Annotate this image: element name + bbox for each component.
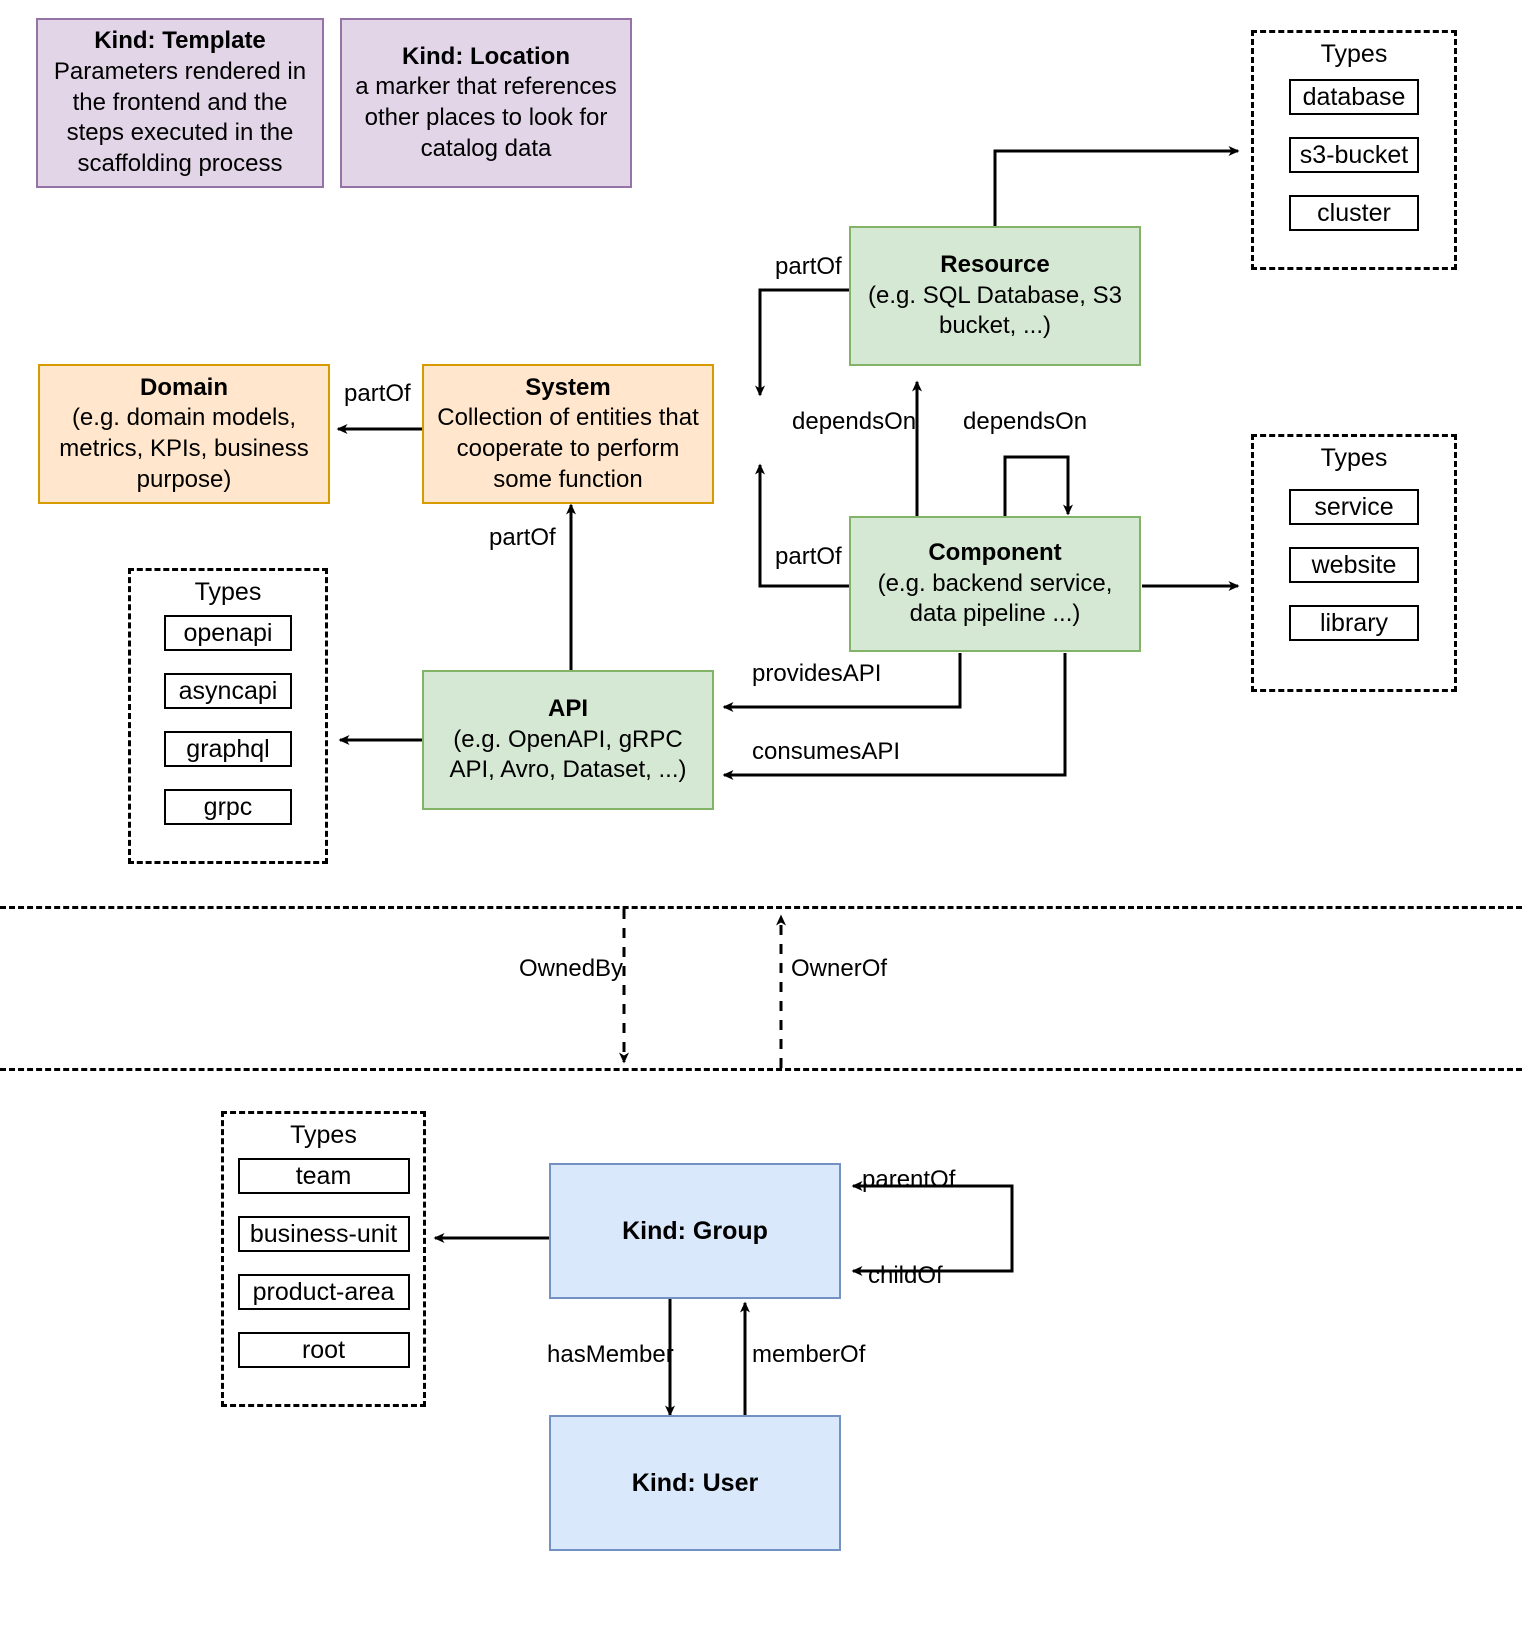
type-chip[interactable]: database [1289, 79, 1419, 115]
node-group-title: Kind: Group [622, 1217, 768, 1245]
node-resource-desc: (e.g. SQL Database, S3 bucket, ...) [868, 281, 1122, 340]
node-template-title: Kind: Template [94, 27, 266, 55]
node-resource[interactable]: Resource (e.g. SQL Database, S3 bucket, … [849, 226, 1141, 366]
type-chip[interactable]: asyncapi [164, 673, 292, 709]
label-group-hasmember: hasMember [547, 1341, 674, 1368]
divider-top [0, 906, 1522, 909]
node-domain-title: Domain [139, 373, 228, 401]
label-component-providesapi: providesAPI [752, 660, 882, 687]
types-group: Types team business-unit product-area ro… [221, 1111, 426, 1407]
type-chip[interactable]: graphql [164, 731, 292, 767]
node-group[interactable]: Kind: Group [549, 1163, 841, 1299]
type-chip[interactable]: website [1289, 547, 1419, 583]
type-chip[interactable]: grpc [164, 789, 292, 825]
type-chip[interactable]: product-area [237, 1274, 410, 1310]
node-component-desc: (e.g. backend service, data pipeline ...… [877, 569, 1113, 628]
node-system[interactable]: System Collection of entities that coope… [422, 364, 714, 504]
node-domain-desc: (e.g. domain models, metrics, KPIs, busi… [59, 404, 309, 493]
node-component-title: Component [928, 538, 1062, 566]
label-user-memberof: memberOf [752, 1341, 866, 1368]
node-resource-title: Resource [940, 250, 1050, 278]
edge-component-dependson-component [1003, 455, 1073, 518]
types-api-label: Types [194, 578, 262, 606]
types-resource-label: Types [1320, 40, 1388, 68]
type-chip[interactable]: service [1289, 489, 1419, 525]
types-api: Types openapi asyncapi graphql grpc [128, 568, 328, 864]
node-template[interactable]: Kind: Template Parameters rendered in th… [36, 18, 324, 188]
node-system-title: System [525, 373, 611, 401]
label-group-childof: childOf [868, 1262, 943, 1289]
node-domain[interactable]: Domain (e.g. domain models, metrics, KPI… [38, 364, 330, 504]
label-group-parentof: parentOf [862, 1166, 956, 1193]
label-component-dependson-resource: dependsOn [792, 408, 917, 435]
label-api-partof-system: partOf [489, 524, 556, 551]
node-component[interactable]: Component (e.g. backend service, data pi… [849, 516, 1141, 652]
types-resource: Types database s3-bucket cluster [1251, 30, 1457, 270]
types-component-label: Types [1320, 444, 1388, 472]
types-group-label: Types [290, 1121, 357, 1149]
type-chip[interactable]: s3-bucket [1289, 137, 1419, 173]
node-location-title: Kind: Location [402, 42, 570, 70]
node-api-title: API [547, 694, 588, 722]
node-template-desc: Parameters rendered in the frontend and … [53, 57, 307, 178]
label-ownedby: OwnedBy [519, 955, 624, 982]
label-component-partof-system: partOf [775, 543, 842, 570]
node-location-desc: a marker that references other places to… [355, 73, 617, 162]
edge-group-childof [851, 1186, 1014, 1276]
type-chip[interactable]: business-unit [237, 1216, 410, 1252]
label-ownerof: OwnerOf [791, 955, 888, 982]
types-component: Types service website library [1251, 434, 1457, 692]
type-chip[interactable]: library [1289, 605, 1419, 641]
node-system-desc: Collection of entities that cooperate to… [437, 404, 699, 493]
divider-bottom [0, 1068, 1522, 1071]
label-system-partof-domain: partOf [344, 380, 411, 407]
node-location[interactable]: Kind: Location a marker that references … [340, 18, 632, 188]
node-api[interactable]: API (e.g. OpenAPI, gRPC API, Avro, Datas… [422, 670, 714, 810]
node-user-title: Kind: User [631, 1469, 759, 1497]
type-chip[interactable]: openapi [164, 615, 292, 651]
node-user[interactable]: Kind: User [549, 1415, 841, 1551]
edge-resource-types [993, 146, 1240, 237]
label-resource-partof-system: partOf [775, 253, 842, 280]
type-chip[interactable]: cluster [1289, 195, 1419, 231]
type-chip[interactable]: root [237, 1332, 410, 1368]
label-component-dependson-component: dependsOn [963, 408, 1088, 435]
type-chip[interactable]: team [237, 1158, 410, 1194]
node-api-desc: (e.g. OpenAPI, gRPC API, Avro, Dataset, … [449, 725, 687, 784]
label-component-consumesapi: consumesAPI [752, 738, 901, 765]
edge-group-parentof [851, 1181, 1014, 1271]
